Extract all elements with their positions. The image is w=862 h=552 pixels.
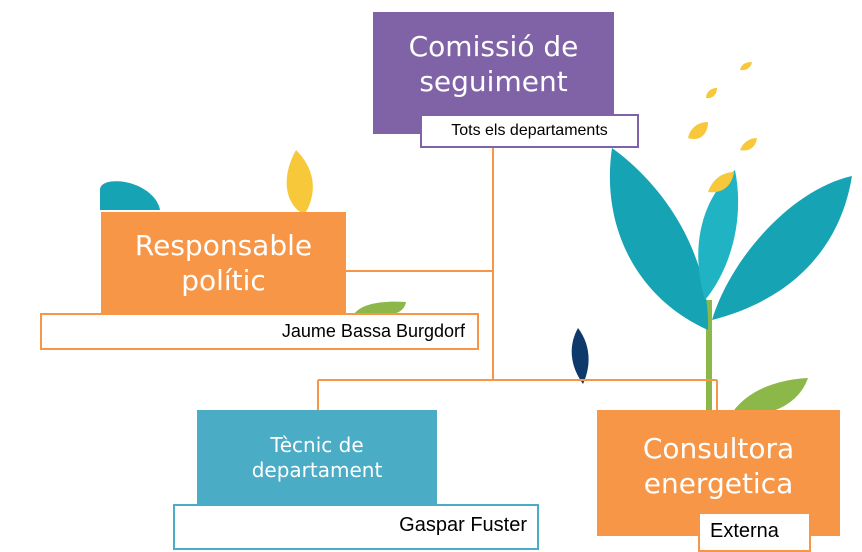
teal-leaf-center <box>698 170 739 300</box>
node-responsable-sub: Jaume Bassa Burgdorf <box>40 313 479 350</box>
yellow-petal <box>740 62 752 71</box>
teal-leaf-right <box>712 176 852 320</box>
yellow-petal <box>708 172 734 193</box>
yellow-leaf <box>286 150 313 212</box>
yellow-petal <box>688 122 708 140</box>
node-tecnic-sub: Gaspar Fuster <box>173 504 539 550</box>
node-comissio-title: Comissió de seguiment <box>408 30 579 98</box>
node-tecnic: Tècnic de departament <box>197 410 437 506</box>
node-consultora-sub-label: Externa <box>710 520 779 542</box>
node-tecnic-title: Tècnic de departament <box>251 433 383 482</box>
node-responsable-sub-label: Jaume Bassa Burgdorf <box>281 321 465 341</box>
yellow-petal <box>706 88 717 99</box>
teal-leaf-left <box>609 148 709 330</box>
node-responsable: Responsable polític <box>101 212 346 314</box>
node-tecnic-sub-label: Gaspar Fuster <box>399 514 527 536</box>
node-consultora-title: Consultora energetica <box>642 432 795 500</box>
node-comissio-sub-label: Tots els departaments <box>451 122 608 139</box>
yellow-petal <box>740 138 757 151</box>
navy-leaf <box>571 328 589 384</box>
teal-leaf-small <box>100 181 160 210</box>
node-responsable-title: Responsable polític <box>134 229 313 297</box>
green-leaf-right <box>728 378 808 420</box>
node-comissio-sub: Tots els departaments <box>420 114 639 148</box>
node-consultora-sub: Externa <box>698 512 811 552</box>
node-comissio: Comissió de seguiment <box>373 12 614 134</box>
